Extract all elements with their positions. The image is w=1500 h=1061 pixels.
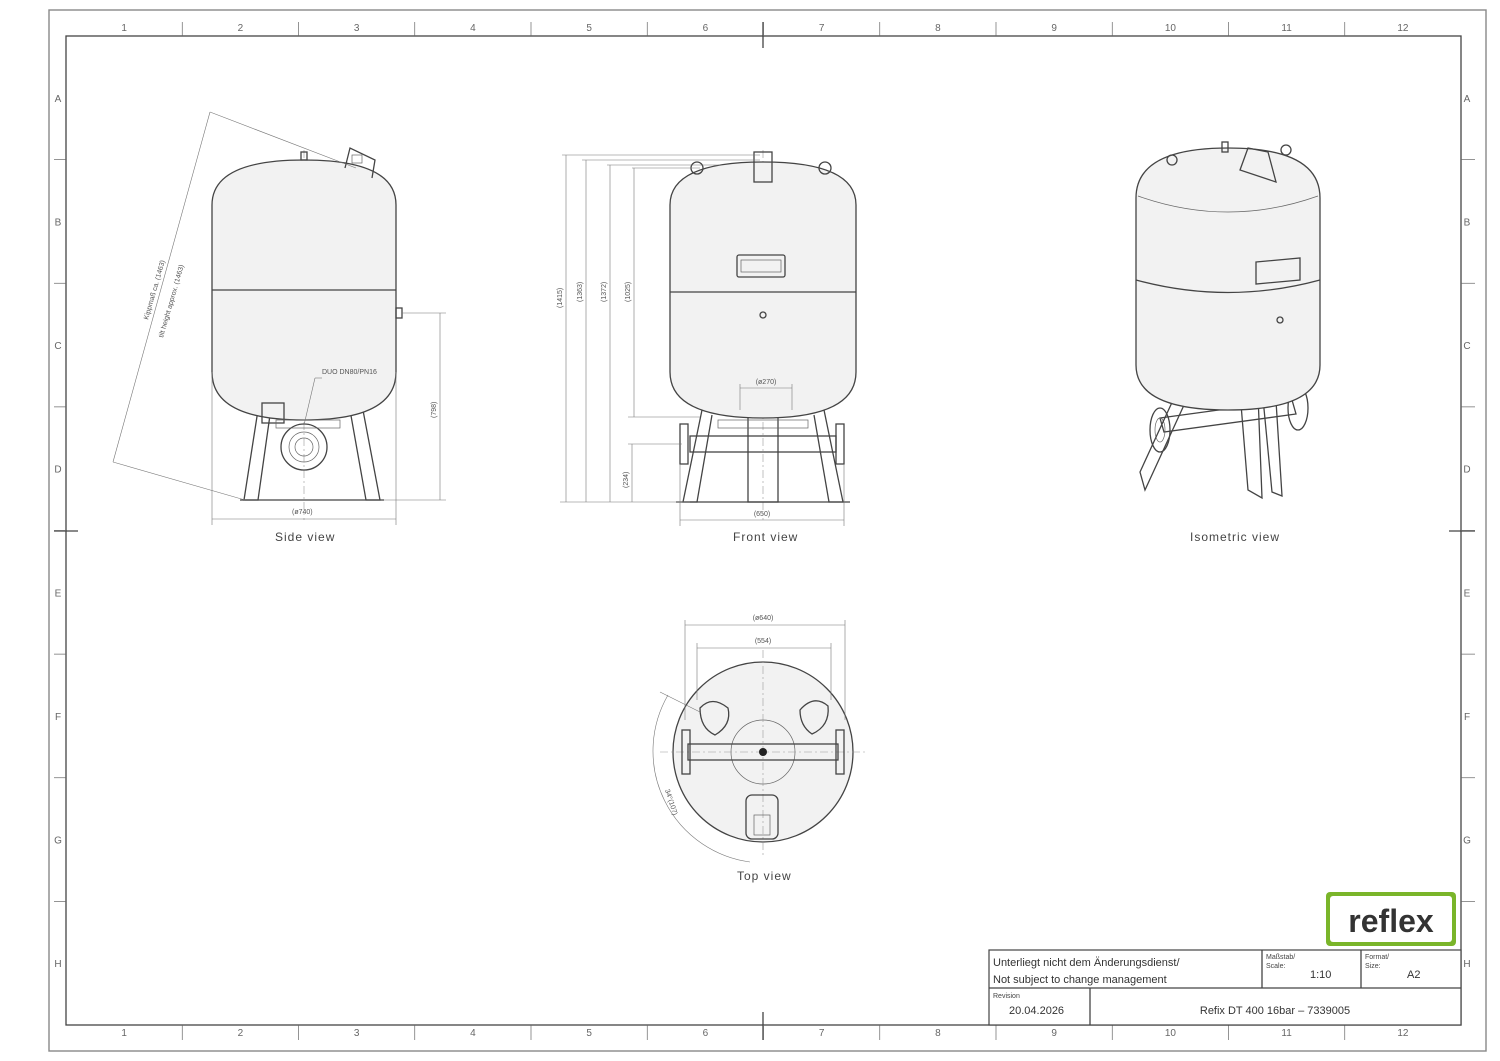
grid-row-label: G	[54, 836, 62, 847]
grid-column-label: 12	[1397, 23, 1409, 34]
format-value: A2	[1407, 969, 1420, 981]
front-view-label: Front view	[733, 530, 798, 544]
logo-text: reflex	[1348, 903, 1434, 939]
grid-column-label: 10	[1165, 23, 1177, 34]
scale-value: 1:10	[1310, 969, 1331, 981]
grid-column-label: 1	[121, 1028, 127, 1039]
grid-row-label: E	[55, 588, 62, 599]
grid-row-label: A	[1464, 94, 1471, 105]
grid-row-label: H	[1463, 959, 1470, 970]
grid-column-label: 6	[703, 1028, 709, 1039]
grid-row-label: E	[1464, 588, 1471, 599]
top-d640-label: (ø640)	[753, 615, 774, 622]
grid-column-label: 6	[703, 23, 709, 34]
grid-row-label: D	[1463, 465, 1470, 476]
part-number: Refix DT 400 16bar – 7339005	[1200, 1005, 1350, 1017]
front-height-1415: (1415)	[557, 288, 564, 308]
front-height-1372: (1372)	[601, 282, 608, 302]
grid-row-label: A	[55, 94, 62, 105]
top-view: (ø640) (554) 34°(107) Top view	[652, 615, 866, 883]
side-width-label: (ø740)	[292, 509, 313, 516]
outer-frame	[48, 9, 1487, 1052]
isometric-view-label: Isometric view	[1190, 530, 1280, 544]
grid-row-label: G	[1463, 836, 1471, 847]
grid-row-label: B	[55, 217, 62, 228]
grid-column-label: 4	[470, 23, 476, 34]
front-height-234: (234)	[623, 472, 630, 488]
grid-row-label: F	[1464, 712, 1470, 723]
grid-column-label: 10	[1165, 1028, 1177, 1039]
grid-row-label: F	[55, 712, 61, 723]
front-view: (1415) (1363) (1372) (1025) (234) (ø270)…	[557, 150, 857, 544]
side-height-label: (798)	[431, 402, 438, 418]
grid-column-label: 7	[819, 1028, 825, 1039]
grid-column-label: 7	[819, 23, 825, 34]
side-view: Kippmaß ca. (1463) tilt height approx. (…	[112, 111, 446, 544]
format-label-de: Format/	[1365, 954, 1389, 961]
grid-column-label: 4	[470, 1028, 476, 1039]
notice-de: Unterliegt nicht dem Änderungsdienst/	[993, 957, 1180, 969]
grid-column-label: 3	[354, 23, 360, 34]
grid-column-label: 9	[1051, 23, 1057, 34]
grid-column-label: 2	[238, 1028, 244, 1039]
side-view-label: Side view	[275, 530, 335, 544]
top-554-label: (554)	[755, 638, 771, 645]
scale-label-en: Scale:	[1266, 963, 1286, 970]
grid-column-label: 2	[238, 23, 244, 34]
front-d270-label: (ø270)	[756, 379, 777, 386]
grid-column-label: 8	[935, 1028, 941, 1039]
grid-row-label: D	[54, 465, 61, 476]
scale-label-de: Maßstab/	[1266, 954, 1295, 961]
grid-row-label: C	[54, 341, 61, 352]
grid-column-label: 3	[354, 1028, 360, 1039]
front-height-1025: (1025)	[625, 282, 632, 302]
grid-column-label: 11	[1281, 1028, 1292, 1039]
notice-en: Not subject to change management	[993, 974, 1167, 986]
grid-column-label: 9	[1051, 1028, 1057, 1039]
front-height-1363: (1363)	[577, 282, 584, 302]
top-view-label: Top view	[737, 869, 792, 883]
grid-row-label: C	[1463, 341, 1470, 352]
grid-column-label: 11	[1281, 23, 1292, 34]
side-port-label: DUO DN80/PN16	[322, 369, 377, 376]
grid-column-label: 12	[1397, 1028, 1409, 1039]
grid-row-ticks: A A B B C C D D E E F F G G H H	[54, 94, 1475, 970]
grid-row-label: H	[54, 959, 61, 970]
grid-column-label: 5	[586, 23, 592, 34]
isometric-view: Isometric view	[1135, 141, 1321, 544]
grid-column-label: 5	[586, 1028, 592, 1039]
grid-column-label: 8	[935, 23, 941, 34]
reflex-logo: reflex	[1326, 892, 1456, 946]
title-block: Unterliegt nicht dem Änderungsdienst/ No…	[988, 949, 1462, 1026]
front-width-label: (650)	[754, 511, 770, 518]
revision-date: 20.04.2026	[1009, 1005, 1064, 1017]
revision-label: Revision	[993, 993, 1020, 1000]
format-label-en: Size:	[1365, 963, 1381, 970]
grid-column-label: 1	[121, 23, 127, 34]
grid-row-label: B	[1464, 217, 1471, 228]
